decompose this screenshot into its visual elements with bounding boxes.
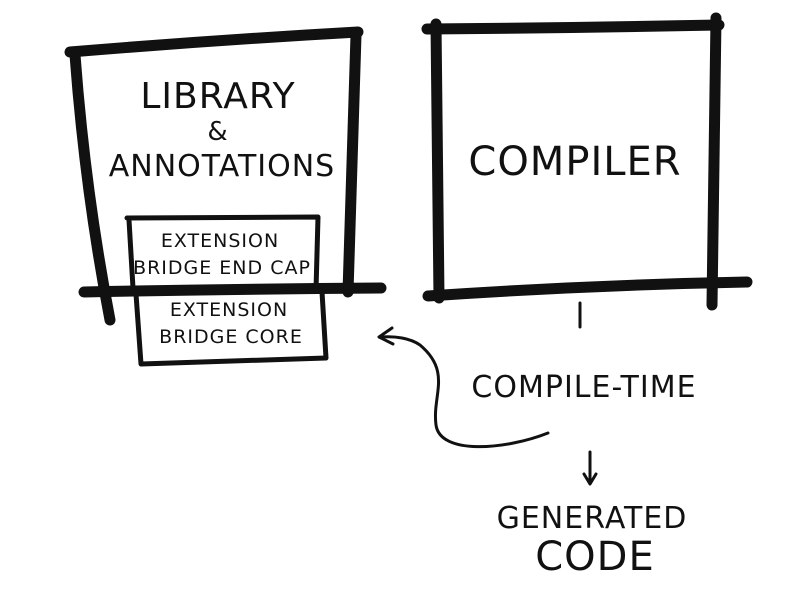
library-title: LIBRARY: [140, 76, 295, 117]
end-cap-label-line2: BRIDGE END CAP: [133, 257, 311, 279]
compiler-label: COMPILER: [468, 139, 681, 185]
code-label: CODE: [535, 534, 655, 580]
library-annotations-box: LIBRARY & ANNOTATIONS: [64, 26, 387, 326]
library-annotations-title: ANNOTATIONS: [109, 149, 335, 184]
down-arrow: [582, 450, 598, 486]
compiler-box-bottom: [422, 276, 753, 302]
arrow-head-icon: [377, 326, 395, 346]
end-cap-box-outline: [124, 214, 321, 293]
core-label-line1: EXTENSION: [170, 299, 288, 321]
generated-label: GENERATED: [497, 501, 688, 536]
compiler-box: COMPILER: [421, 12, 753, 311]
library-ampersand: &: [207, 117, 228, 147]
extension-bridge-core-box: EXTENSION BRIDGE CORE: [133, 289, 329, 367]
compile-time-label: COMPILE-TIME: [471, 370, 696, 405]
end-cap-label-line1: EXTENSION: [161, 230, 279, 252]
core-box-outline: [133, 289, 329, 367]
compiler-box-top: [421, 19, 725, 35]
curved-arrow-line: [379, 335, 550, 449]
library-box-left: [69, 49, 116, 326]
compile-time-to-library-arrow: [377, 326, 550, 449]
library-box-right: [342, 29, 362, 298]
compiler-box-right: [706, 12, 722, 311]
extension-bridge-end-cap-box: EXTENSION BRIDGE END CAP: [124, 214, 321, 293]
down-arrow-head-icon: [582, 472, 598, 486]
compiler-box-left: [430, 18, 445, 304]
core-label-line2: BRIDGE CORE: [159, 326, 303, 348]
baseline-divider: [78, 282, 387, 298]
library-box-top: [64, 26, 364, 58]
